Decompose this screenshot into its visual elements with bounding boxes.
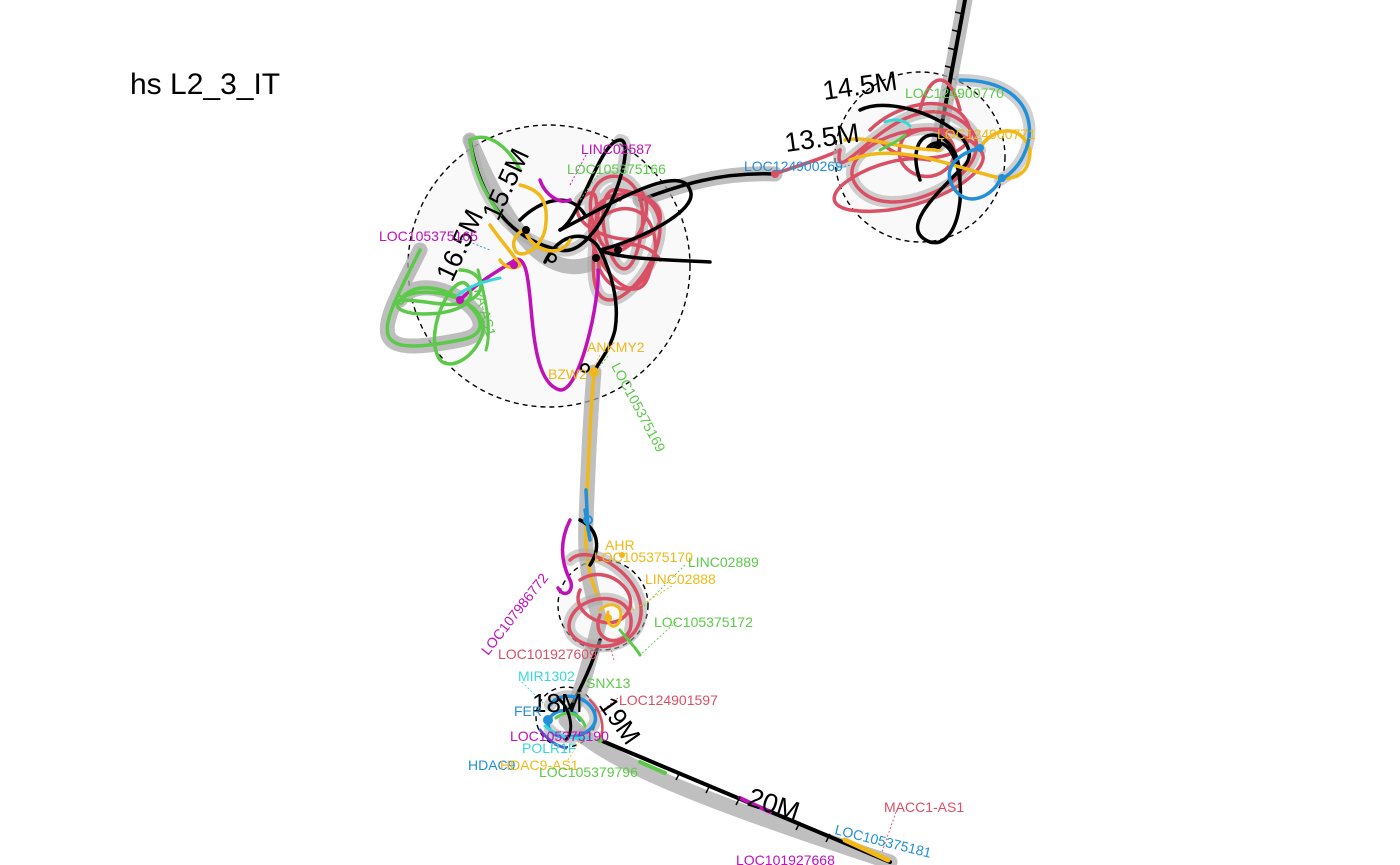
gene-label: LOC124900770 xyxy=(905,85,1004,101)
leader-lines xyxy=(453,94,961,853)
cluster-middle xyxy=(556,508,648,657)
gene-label: FER xyxy=(514,703,542,719)
gene-label: BZW2 xyxy=(548,366,587,382)
gene-label: MIR1302 xyxy=(518,668,575,684)
cluster-upper-right xyxy=(832,74,1036,245)
gene-label: LOC105375166 xyxy=(567,161,666,177)
plot-title: hs L2_3_IT xyxy=(130,68,281,101)
gene-label: HDAC9 xyxy=(468,757,516,773)
gene-label: LOC124900771 xyxy=(937,126,1036,142)
backbone-ticks xyxy=(675,11,964,843)
gene-label: LOC101927609 xyxy=(498,646,597,662)
gene-label: LOC105375170 xyxy=(594,549,693,565)
gene-label: LINC02888 xyxy=(645,571,716,587)
backbone-segments xyxy=(598,0,967,864)
backbone-bottom-magenta xyxy=(738,796,772,814)
gene-label: LOC105375172 xyxy=(654,614,753,630)
gene-label: HDAC9-AS1 xyxy=(500,757,579,773)
gene-label: LOC105379796 xyxy=(539,764,638,780)
gene-label: POLR1F xyxy=(522,740,576,756)
gene-label: MACC1-AS1 xyxy=(884,799,964,815)
cluster-lower xyxy=(538,690,604,750)
position-label: 18M xyxy=(532,688,583,718)
gene-label: SNX13 xyxy=(586,675,631,691)
gene-label: LOC101927668 xyxy=(736,852,835,865)
gene-label: LOC105375190 xyxy=(510,728,609,744)
gene-label: LINC02587 xyxy=(581,141,652,157)
gene-label: LOC124901597 xyxy=(619,692,718,708)
backbone-bottom-yellow xyxy=(842,837,891,863)
backbone-bottom-green xyxy=(638,760,667,775)
gene-label: LOC124900269 xyxy=(744,158,843,174)
cluster-upper-left xyxy=(385,134,712,392)
gene-label: AHR xyxy=(605,537,635,553)
gene-label: LOC105375165 xyxy=(379,228,478,244)
gene-label: ANKMY2 xyxy=(587,339,645,355)
gene-label: LINC02889 xyxy=(688,554,759,570)
gene-label: LOC107986772 xyxy=(478,570,552,658)
